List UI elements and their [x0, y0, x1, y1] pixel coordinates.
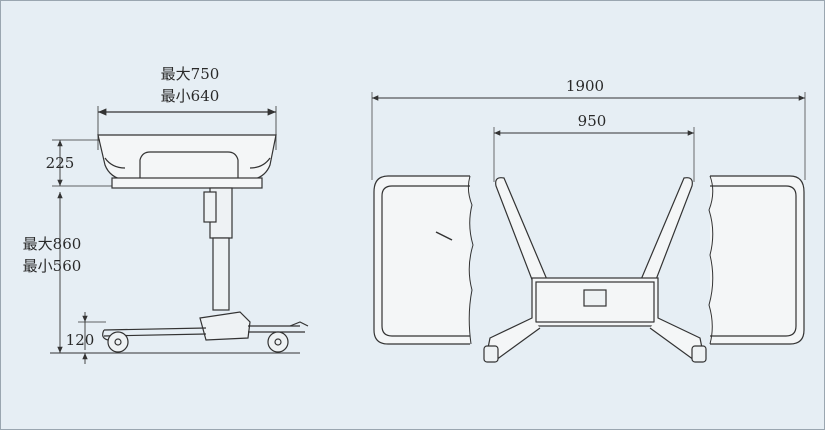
front-view-labels: 1900 950	[566, 77, 606, 130]
caster-right	[691, 345, 707, 363]
bed-right	[710, 175, 805, 345]
caster-left	[483, 345, 499, 363]
inner-width-label: 950	[578, 112, 607, 130]
control-panel	[583, 289, 607, 307]
side-view	[50, 106, 309, 364]
column-lower	[212, 237, 230, 311]
tray-handle	[139, 151, 239, 178]
arm-left	[495, 177, 549, 291]
front-view	[371, 92, 806, 363]
caster-wheel-left	[107, 331, 129, 353]
width-min-label: 最小640	[161, 87, 220, 105]
width-max-label: 最大750	[161, 65, 220, 83]
caster-wheel-right	[267, 331, 289, 353]
height-max-label: 最大860	[23, 235, 82, 253]
base-height-label: 120	[66, 331, 95, 349]
tray-depth-label: 225	[46, 154, 75, 172]
bed-left	[373, 175, 470, 345]
side-view-labels: 最大750 最小640 225 最大860 最小560 120	[23, 65, 220, 349]
arm-right	[639, 177, 693, 291]
total-width-label: 1900	[566, 77, 604, 95]
height-min-label: 最小560	[23, 257, 82, 275]
tray	[97, 134, 277, 181]
base-housing	[199, 311, 251, 341]
